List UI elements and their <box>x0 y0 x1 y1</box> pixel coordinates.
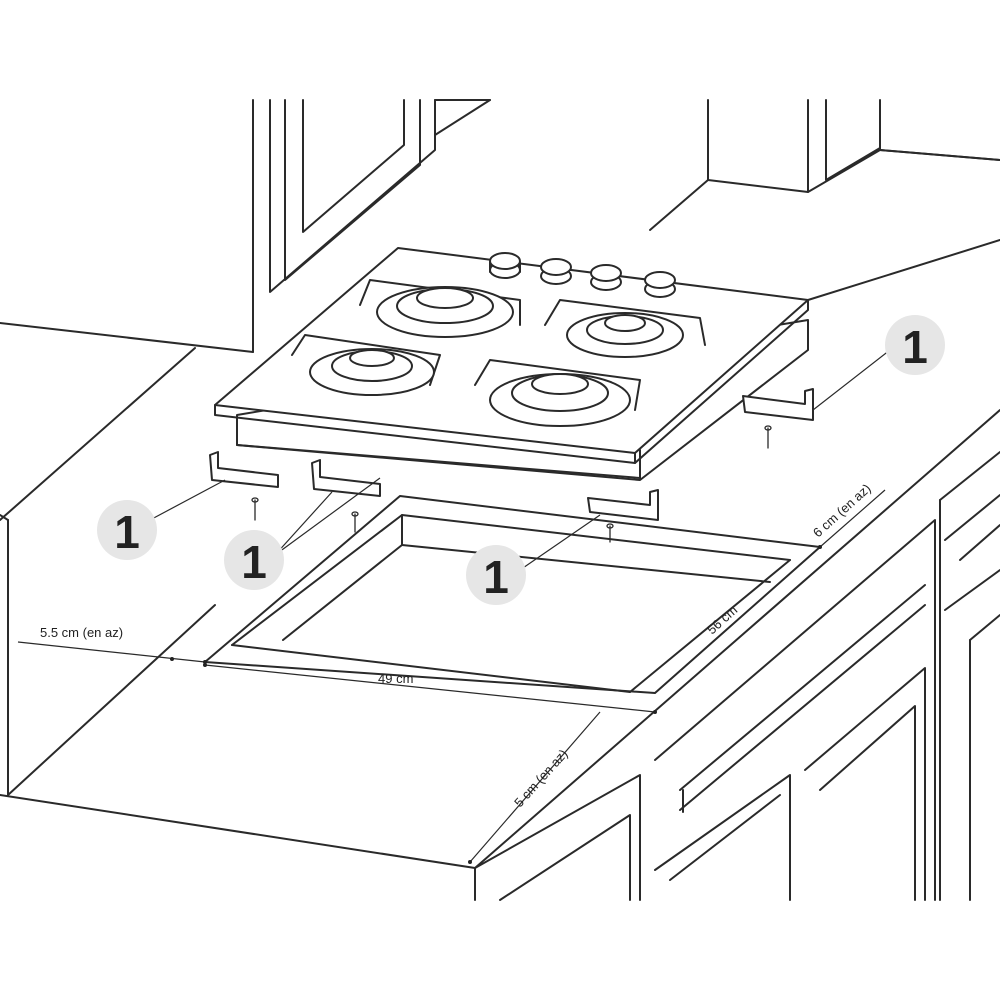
dimension-left-margin: 5.5 cm (en az) <box>17 625 207 664</box>
dimension-back-margin: 6 cm (en az) <box>810 481 886 549</box>
bracket-right-front <box>587 489 659 543</box>
knob-4 <box>644 271 676 298</box>
upper-cabinet-right <box>707 99 1000 193</box>
dimension-width: 49 cm <box>203 663 657 714</box>
bracket-left-front <box>209 451 279 521</box>
burner-back-right <box>544 299 706 358</box>
dimension-front-margin: 5 cm (en az) <box>468 711 601 864</box>
callout-left-front: 1 <box>97 479 226 560</box>
burner-back-left <box>359 279 521 338</box>
bracket-right-back <box>742 388 814 449</box>
bracket-left-middle <box>311 459 381 533</box>
dimension-left-margin-label: 5.5 cm (en az) <box>40 625 123 640</box>
callout-number: 1 <box>114 506 140 558</box>
callout-number: 1 <box>241 536 267 588</box>
countertop <box>0 149 1000 901</box>
dimension-front-margin-label: 5 cm (en az) <box>511 746 570 810</box>
knob-1 <box>489 252 521 279</box>
callout-number: 1 <box>902 321 928 373</box>
callout-left-middle: 1 <box>224 477 381 590</box>
hob-knobs <box>489 252 676 298</box>
burner-front-left <box>291 334 441 396</box>
burner-front-right <box>474 359 641 427</box>
upper-cabinet-left <box>252 99 491 353</box>
gas-hob <box>214 247 809 481</box>
dimension-width-label: 49 cm <box>378 671 413 686</box>
callout-right-back: 1 <box>812 315 945 411</box>
knob-3 <box>590 264 622 291</box>
knob-2 <box>540 258 572 285</box>
callout-right-front: 1 <box>466 514 601 605</box>
dimension-back-margin-label: 6 cm (en az) <box>810 481 874 540</box>
lower-cabinets <box>474 451 1000 901</box>
callout-number: 1 <box>483 551 509 603</box>
